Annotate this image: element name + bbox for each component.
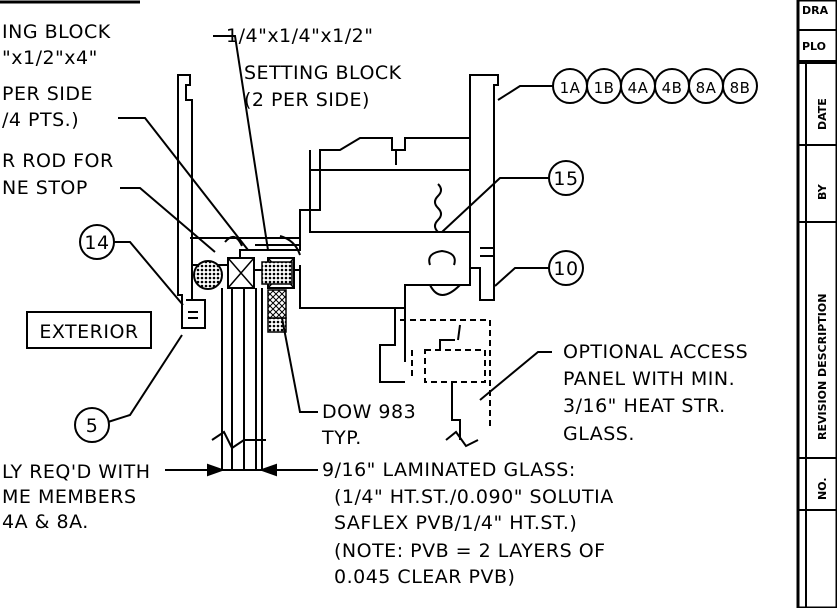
access-panel bbox=[400, 319, 491, 440]
series-balloons: 1A 1B 4A 4B 8A 8B bbox=[552, 68, 758, 104]
balloon-5 bbox=[74, 407, 110, 443]
number-label: NO. bbox=[816, 478, 829, 501]
screw bbox=[428, 183, 456, 266]
balloon-label: 1A bbox=[560, 79, 581, 97]
note-line: GLASS. bbox=[563, 423, 635, 445]
break-line bbox=[445, 430, 479, 448]
title-block: DRA PLO DATE BY REVISION DESCRIPTION NO. bbox=[796, 0, 837, 608]
note-line: OPTIONAL ACCESS bbox=[563, 341, 748, 363]
note-line: PANEL WITH MIN. bbox=[563, 368, 735, 390]
note-line: NE STOP bbox=[2, 177, 88, 199]
only-required-note: LY REQ'D WITH ME MEMBERS 4A & 8A. bbox=[2, 461, 151, 533]
note-line: LY REQ'D WITH bbox=[2, 461, 151, 483]
dow-983-note: DOW 983 TYP. bbox=[321, 401, 416, 449]
note-line: 1/4"x1/4"x1/2" bbox=[226, 25, 373, 47]
balloon-label: 15 bbox=[553, 168, 578, 190]
leader-line bbox=[118, 117, 249, 251]
break-line bbox=[211, 430, 266, 450]
note-line: 4A & 8A. bbox=[2, 511, 89, 533]
balloon-label: 8B bbox=[730, 79, 751, 97]
balloon-label: 4B bbox=[662, 79, 683, 97]
note-line: (2 PER SIDE) bbox=[244, 89, 370, 111]
leader-line bbox=[441, 177, 549, 233]
glass-dimension bbox=[165, 463, 318, 477]
exterior-label: EXTERIOR bbox=[39, 321, 138, 343]
leader-line bbox=[494, 267, 549, 287]
note-line: ING BLOCK bbox=[2, 21, 111, 43]
leader-line bbox=[107, 334, 183, 423]
leader-line bbox=[120, 187, 216, 253]
frame-profile bbox=[177, 74, 499, 383]
note-line: "x1/2"x4" bbox=[2, 47, 98, 69]
balloon-label: 8A bbox=[696, 79, 717, 97]
access-panel-note: OPTIONAL ACCESS PANEL WITH MIN. 3/16" HE… bbox=[563, 341, 748, 445]
note-line: PER SIDE bbox=[2, 83, 93, 105]
setting-block-note-left: ING BLOCK "x1/2"x4" PER SIDE /4 PTS.) bbox=[2, 21, 111, 131]
note-line: 3/16" HEAT STR. bbox=[563, 395, 726, 417]
note-line: TYP. bbox=[321, 427, 362, 449]
balloon-label: 4A bbox=[628, 79, 649, 97]
leader-line bbox=[213, 35, 269, 251]
note-line: R ROD FOR bbox=[2, 150, 114, 172]
leader-line bbox=[113, 241, 184, 306]
note-line: DOW 983 bbox=[322, 401, 416, 423]
note-line: ME MEMBERS bbox=[2, 486, 137, 508]
date-label: DATE bbox=[816, 98, 829, 130]
plotted-label: PLO bbox=[802, 40, 826, 53]
laminated-glass bbox=[221, 288, 263, 470]
note-line: 9/16" LAMINATED GLASS: bbox=[322, 459, 576, 481]
drawn-label: DRA bbox=[802, 4, 829, 17]
backer-rod bbox=[193, 260, 223, 290]
leader-line bbox=[479, 351, 552, 401]
balloon-label: 1B bbox=[594, 79, 615, 97]
setting-block-note-top: 1/4"x1/4"x1/2" SETTING BLOCK (2 PER SIDE… bbox=[226, 25, 402, 111]
note-line: (NOTE: PVB = 2 LAYERS OF bbox=[334, 540, 606, 562]
silicone-bead bbox=[261, 261, 293, 285]
exterior-label-box bbox=[26, 311, 152, 349]
leader-line bbox=[497, 85, 553, 101]
note-line: SAFLEX PVB/1/4" HT.ST.) bbox=[334, 512, 577, 534]
balloon-label: 14 bbox=[84, 232, 109, 254]
note-line: SETTING BLOCK bbox=[244, 62, 402, 84]
balloon-label: 10 bbox=[553, 258, 578, 280]
note-line: (1/4" HT.ST./0.090" SOLUTIA bbox=[334, 486, 614, 508]
balloon-label: 5 bbox=[86, 415, 99, 437]
backer-rod-note: R ROD FOR NE STOP bbox=[2, 150, 114, 199]
leader-line bbox=[281, 317, 318, 413]
glass-note: 9/16" LAMINATED GLASS: (1/4" HT.ST./0.09… bbox=[322, 459, 614, 588]
spacer bbox=[267, 289, 287, 319]
by-label: BY bbox=[816, 183, 829, 200]
note-line: 0.045 CLEAR PVB) bbox=[334, 566, 515, 588]
note-line: /4 PTS.) bbox=[2, 109, 79, 131]
revision-description-label: REVISION DESCRIPTION bbox=[816, 294, 829, 440]
